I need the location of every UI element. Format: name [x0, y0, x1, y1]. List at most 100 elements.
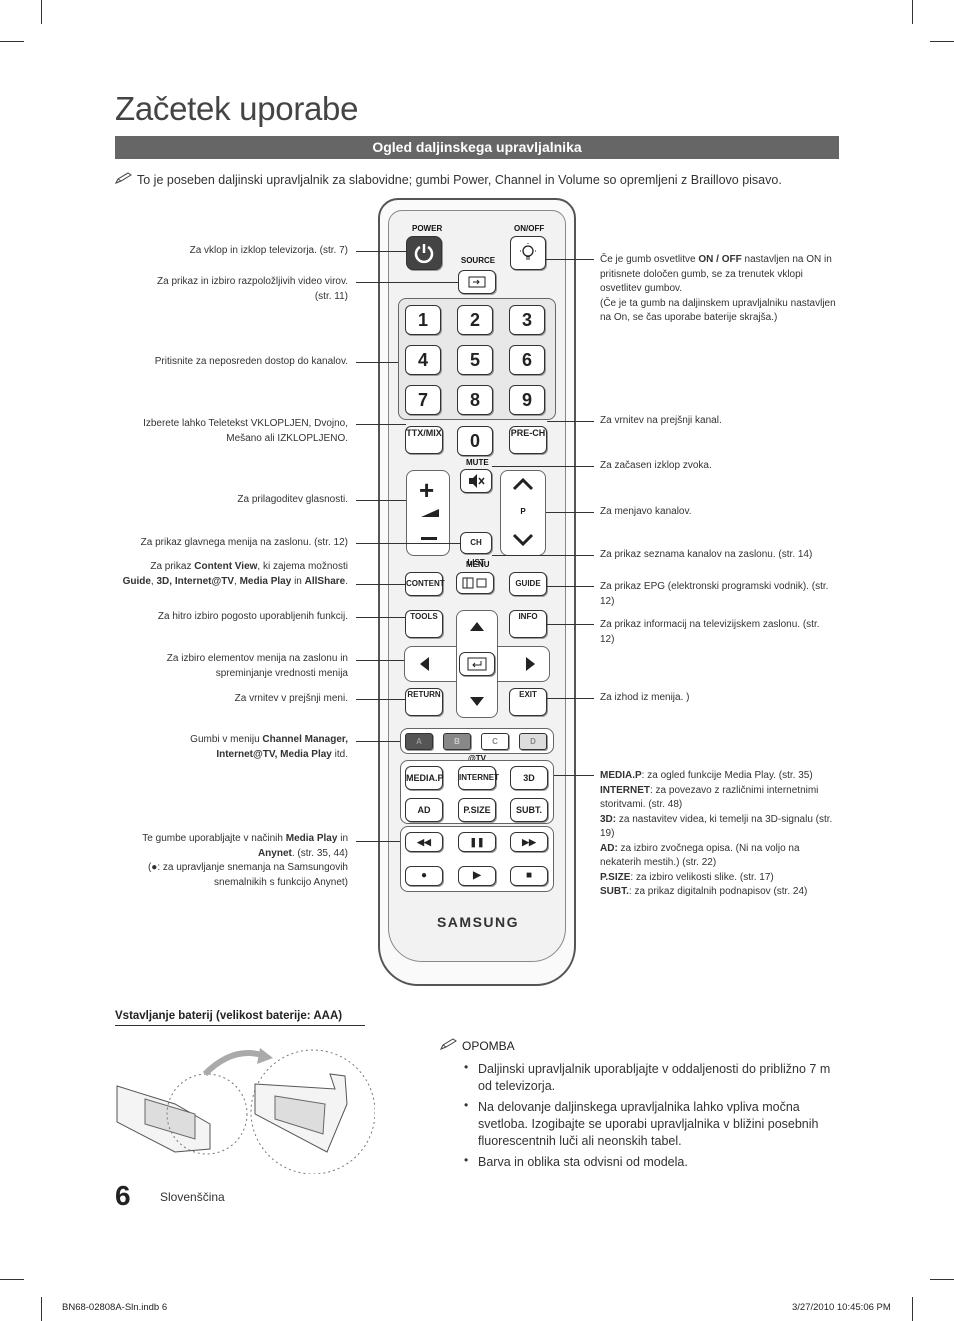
- nav-up-button[interactable]: [470, 622, 484, 631]
- power-label: POWER: [412, 224, 443, 233]
- num-6-button[interactable]: 6: [509, 345, 545, 375]
- power-button[interactable]: [406, 236, 442, 270]
- crop-mark: [0, 41, 24, 42]
- info-button[interactable]: INFO: [509, 610, 547, 638]
- guide-button[interactable]: GUIDE: [509, 572, 547, 596]
- crop-mark: [912, 1297, 913, 1321]
- playback-text-2: in: [337, 833, 348, 844]
- mute-button[interactable]: [460, 469, 492, 493]
- menu-label: MENU: [466, 560, 490, 569]
- color-d-button[interactable]: D: [519, 733, 547, 750]
- channel-down-icon: [512, 533, 534, 547]
- record-button[interactable]: ●: [405, 866, 443, 886]
- rewind-icon: ◀◀: [417, 837, 431, 847]
- bullet-icon: •: [464, 1098, 469, 1112]
- leader-line: [547, 586, 594, 587]
- crop-mark: [41, 0, 42, 24]
- tools-button[interactable]: TOOLS: [405, 610, 443, 638]
- volume-annotation: Za prilagoditev glasnosti.: [237, 494, 348, 505]
- color-c-button[interactable]: C: [481, 733, 509, 750]
- subt-text: : za prikaz digitalnih podnapisov (str. …: [628, 886, 808, 897]
- pause-button[interactable]: ❚❚: [458, 832, 496, 852]
- content-text-3: ,: [150, 575, 157, 587]
- internet-text: : za povezavo z različnimi internetnimi …: [600, 784, 819, 811]
- leader-line: [356, 699, 406, 700]
- ad-button[interactable]: AD: [405, 798, 443, 822]
- rewind-button[interactable]: ◀◀: [405, 832, 443, 852]
- ch-list-button[interactable]: CH LIST: [460, 532, 492, 567]
- num-7-button[interactable]: 7: [405, 385, 441, 415]
- note-item: Na delovanje daljinskega upravljalnika l…: [478, 1100, 819, 1148]
- menu-button[interactable]: [456, 572, 494, 594]
- leader-line: [356, 741, 400, 742]
- color-a-button[interactable]: A: [405, 733, 433, 750]
- internet-b: INTERNET: [600, 784, 650, 796]
- page-language: Slovenščina: [160, 1190, 225, 1204]
- onoff-label: ON/OFF: [514, 224, 545, 233]
- return-button[interactable]: RETURN: [405, 688, 443, 716]
- num-0-button[interactable]: 0: [457, 426, 493, 456]
- crop-mark: [930, 41, 954, 42]
- num-2-button[interactable]: 2: [457, 305, 493, 335]
- page-number: 6: [115, 1180, 131, 1211]
- media-annotation: MEDIA.P: za ogled funkcije Media Play. (…: [600, 769, 836, 900]
- content-text-b2: Guide: [122, 575, 151, 587]
- num-3-button[interactable]: 3: [509, 305, 545, 335]
- content-text-b5: AllShare: [304, 575, 346, 587]
- playback-text-b2: Anynet: [257, 847, 292, 859]
- fast-forward-button[interactable]: ▶▶: [510, 832, 548, 852]
- menu-annotation: Za prikaz glavnega menija na zaslonu. (s…: [140, 537, 348, 548]
- num-9-button[interactable]: 9: [509, 385, 545, 415]
- 3d-button[interactable]: 3D: [510, 766, 548, 790]
- internet-button[interactable]: INTERNET: [458, 766, 499, 790]
- guide-label: GUIDE: [515, 579, 541, 588]
- num-8-button[interactable]: 8: [457, 385, 493, 415]
- nav-right-button[interactable]: [526, 657, 535, 671]
- bullet-icon: •: [464, 1153, 469, 1167]
- subt-button[interactable]: SUBT.: [510, 798, 548, 822]
- ttx-mix-button[interactable]: TTX/MIX: [405, 426, 443, 454]
- play-button[interactable]: ▶: [458, 866, 496, 886]
- stop-button[interactable]: ■: [510, 866, 548, 886]
- ad-text: za izbiro zvočnega opisa. (Ni na voljo n…: [600, 842, 800, 869]
- onoff-button[interactable]: [510, 236, 546, 270]
- exit-annotation: Za izhod iz menija. ): [600, 692, 690, 703]
- num-5-button[interactable]: 5: [457, 345, 493, 375]
- pre-ch-button[interactable]: PRE-CH: [509, 426, 547, 454]
- onoff-text-2: nastavljen na ON in pritisnete določen g…: [600, 254, 832, 294]
- media-p-button[interactable]: MEDIA.P: [405, 766, 444, 790]
- content-button[interactable]: CONTENT: [405, 572, 445, 596]
- playback-text-4: (●: za upravljanje snemanja na Samsungov…: [147, 862, 348, 888]
- leader-line: [356, 543, 460, 544]
- nav-left-button[interactable]: [420, 657, 429, 671]
- source-button[interactable]: [458, 270, 496, 294]
- stop-icon: ■: [525, 870, 533, 881]
- samsung-logo: SAMSUNG: [436, 914, 520, 930]
- nav-down-button[interactable]: [470, 697, 484, 706]
- leader-line: [356, 500, 406, 501]
- p-size-button[interactable]: P.SIZE: [458, 798, 496, 822]
- volume-rocker[interactable]: +: [406, 470, 450, 556]
- nav-annotation: Za izbiro elementov menija na zaslonu in…: [166, 653, 348, 679]
- num-1-button[interactable]: 1: [405, 305, 441, 335]
- enter-button[interactable]: [459, 652, 495, 676]
- color-text-2: itd.: [331, 748, 348, 760]
- leader-line: [356, 362, 398, 363]
- return-label: RETURN: [407, 690, 441, 699]
- exit-button[interactable]: EXIT: [509, 688, 547, 716]
- info-annotation: Za prikaz informacij na televizijskem za…: [600, 619, 820, 645]
- ad-b: AD:: [600, 842, 618, 854]
- source-annotation: Za prikaz in izbiro razpoložljivih video…: [157, 276, 348, 302]
- num-4-button[interactable]: 4: [405, 345, 441, 375]
- leader-line: [492, 555, 594, 556]
- subt-b: SUBT.: [600, 886, 629, 897]
- content-annotation: Za prikaz Content View, ki zajema možnos…: [118, 560, 348, 589]
- color-b-button[interactable]: B: [443, 733, 471, 750]
- mute-annotation: Za začasen izklop zvoka.: [600, 460, 712, 471]
- ch-list-label: CH LIST: [467, 538, 485, 567]
- tools-label: TOOLS: [410, 612, 438, 621]
- record-icon: ●: [420, 870, 428, 881]
- enter-icon: [467, 657, 487, 671]
- menu-icon: [462, 577, 487, 589]
- channel-rocker[interactable]: P: [500, 470, 546, 556]
